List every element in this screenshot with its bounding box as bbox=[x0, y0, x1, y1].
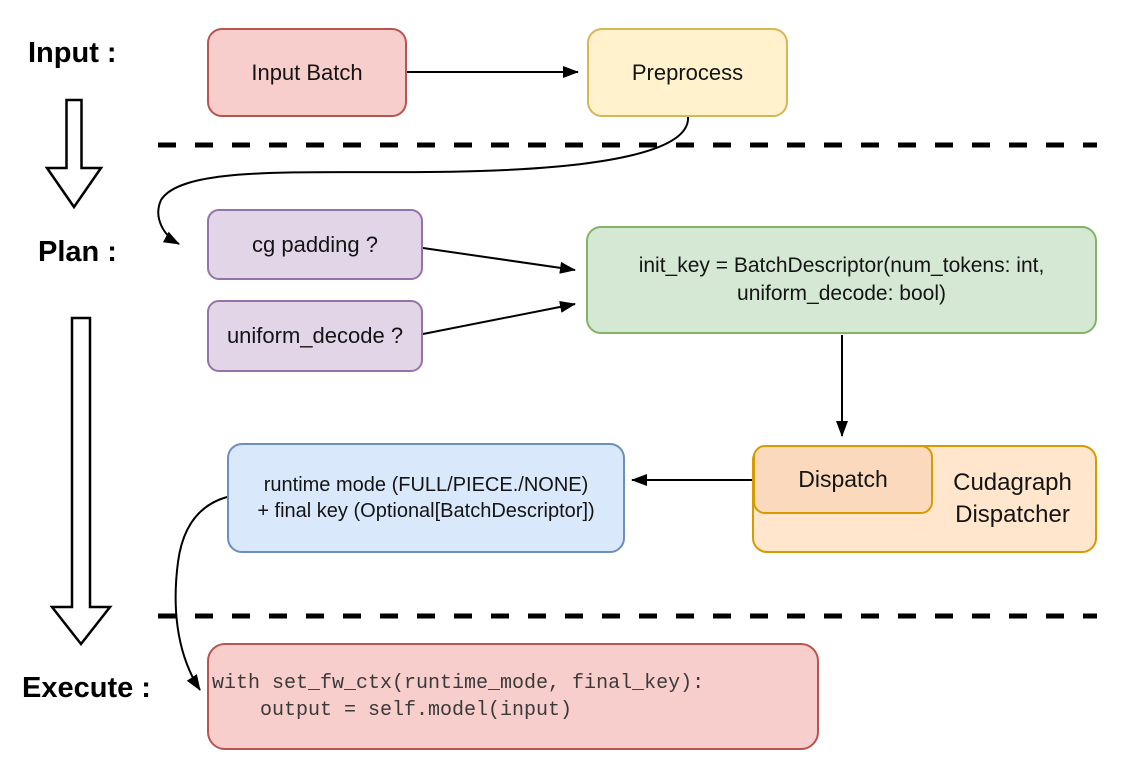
node-runtime-line2: + final key (Optional[BatchDescriptor]) bbox=[257, 500, 595, 522]
node-cudagraph-line1: Cudagraph bbox=[953, 468, 1072, 496]
arrow-cgpadding-to-initkey bbox=[422, 247, 576, 274]
node-init-key-line2: uniform_decode: bool) bbox=[737, 282, 946, 305]
node-cudagraph-dispatcher-text: Cudagraph Dispatcher bbox=[930, 467, 1095, 532]
node-uniform-decode-label: uniform_decode ? bbox=[226, 323, 404, 349]
node-input-batch-label: Input Batch bbox=[251, 59, 363, 85]
stage-label-plan: Plan : bbox=[38, 236, 117, 268]
node-dispatch-label: Dispatch bbox=[798, 466, 888, 493]
node-uniform-decode: uniform_decode ? bbox=[207, 300, 423, 372]
node-cg-padding: cg padding ? bbox=[207, 209, 423, 280]
node-execute-code-line2: output = self.model(input) bbox=[212, 698, 573, 722]
node-preprocess-label: Preprocess bbox=[631, 59, 744, 85]
node-runtime-result: runtime mode (FULL/PIECE./NONE) + final … bbox=[227, 443, 625, 553]
plan-stage-arrow-icon bbox=[49, 316, 113, 647]
node-execute-code: with set_fw_ctx(runtime_mode, final_key)… bbox=[207, 643, 819, 750]
node-execute-code-line1: with set_fw_ctx(runtime_mode, final_key)… bbox=[212, 671, 705, 695]
stage-label-input: Input : bbox=[28, 37, 117, 69]
node-cg-padding-label: cg padding ? bbox=[252, 231, 378, 257]
arrow-uniformdecode-to-initkey bbox=[422, 301, 576, 335]
node-runtime-line1: runtime mode (FULL/PIECE./NONE) bbox=[263, 473, 589, 496]
node-init-key: init_key = BatchDescriptor(num_tokens: i… bbox=[586, 226, 1097, 334]
node-input-batch: Input Batch bbox=[207, 28, 407, 117]
node-cudagraph-line2: Dispatcher bbox=[955, 501, 1070, 528]
node-preprocess: Preprocess bbox=[587, 28, 788, 117]
node-dispatch: Dispatch bbox=[753, 445, 933, 514]
arrow-preprocess-to-cgpadding bbox=[157, 116, 690, 245]
arrow-runtime-to-execute-code bbox=[174, 496, 228, 691]
stage-label-execute: Execute : bbox=[22, 672, 151, 704]
node-init-key-line1: init_key = BatchDescriptor(num_tokens: i… bbox=[638, 254, 1045, 278]
input-stage-arrow-icon bbox=[44, 98, 104, 210]
